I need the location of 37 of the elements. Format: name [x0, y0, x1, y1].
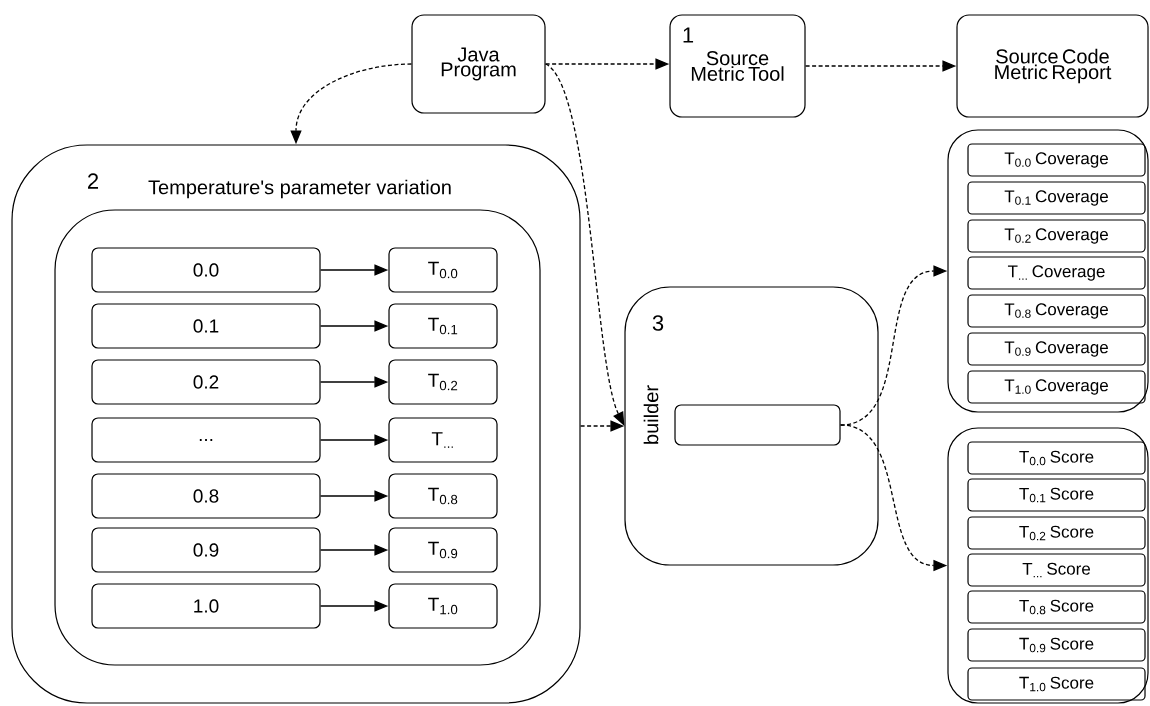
score-box: T$_{...}$ Score: [967, 553, 1146, 587]
score-box: T$_{0.2}$ Score: [967, 516, 1146, 550]
output-box: Source Code Metric Report: [956, 14, 1149, 118]
result-box: T$_{...}$: [388, 417, 498, 463]
value-box: 0.2: [91, 359, 321, 405]
process-box: Java Program: [411, 14, 546, 114]
result-box: T$_{0.2}$: [388, 359, 498, 405]
builder-box: 3 builder: [624, 286, 879, 566]
coverage-box: T$_{0.0}$ Coverage: [967, 143, 1146, 177]
score-box: T$_{0.9}$ Score: [967, 628, 1146, 662]
score-box: T$_{1.0}$ Score: [967, 667, 1146, 701]
arrow: [544, 63, 625, 426]
coverage-box: T$_{0.8}$ Coverage: [967, 294, 1146, 328]
group-box: [947, 129, 1149, 413]
value-box: ...: [91, 417, 321, 463]
coverage-box: T$_{1.0}$ Coverage: [967, 370, 1146, 404]
result-box: T$_{0.0}$: [388, 247, 498, 293]
coverage-box: T$_{...}$ Coverage: [967, 256, 1146, 290]
result-box: T$_{1.0}$: [388, 583, 498, 629]
result-box: T$_{0.8}$: [388, 473, 498, 519]
coverage-box: T$_{0.1}$ Coverage: [967, 181, 1146, 215]
score-box: T$_{0.0}$ Score: [967, 441, 1146, 475]
coverage-box: T$_{0.2}$ Coverage: [967, 219, 1146, 253]
node-label: Temperature's parameter variation: [148, 179, 451, 199]
coverage-box: T$_{0.9}$ Coverage: [967, 332, 1146, 366]
value-box: 0.9: [91, 527, 321, 573]
value-box: 0.0: [91, 247, 321, 293]
value-box: 0.1: [91, 303, 321, 349]
tool-box: [674, 404, 841, 446]
score-box: T$_{0.1}$ Score: [967, 478, 1146, 512]
process-box: Source Metric Tool 1: [669, 14, 806, 118]
value-box: 0.8: [91, 473, 321, 519]
group-box: [947, 427, 1149, 704]
value-box: 1.0: [91, 583, 321, 629]
result-box: T$_{0.9}$: [388, 527, 498, 573]
score-box: T$_{0.8}$ Score: [967, 590, 1146, 624]
result-box: T$_{0.1}$: [388, 303, 498, 349]
